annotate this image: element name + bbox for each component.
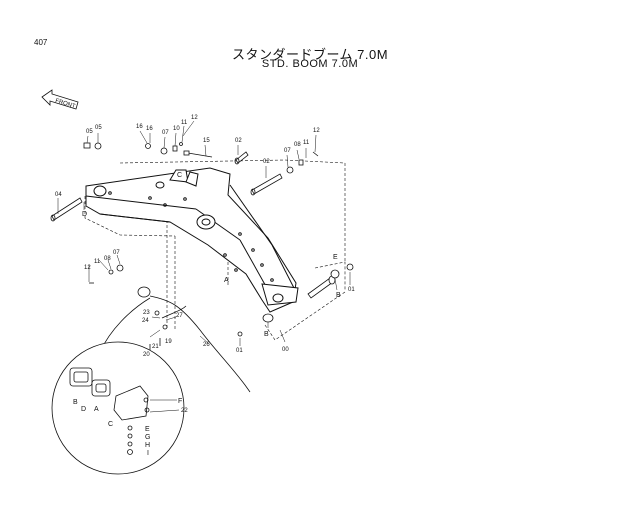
pin-right xyxy=(307,275,336,299)
svg-text:07: 07 xyxy=(162,130,169,136)
svg-text:12: 12 xyxy=(313,128,320,134)
svg-text:05: 05 xyxy=(86,129,93,135)
svg-text:00: 00 xyxy=(282,347,289,353)
boom-body xyxy=(85,167,299,313)
svg-text:11: 11 xyxy=(181,120,188,126)
svg-text:B: B xyxy=(73,399,78,406)
bolt-15 xyxy=(183,150,213,158)
svg-text:16: 16 xyxy=(146,126,153,132)
svg-text:10: 10 xyxy=(173,126,180,132)
front-arrow-icon: FRONT xyxy=(41,89,79,110)
svg-text:D: D xyxy=(82,211,87,218)
svg-text:05: 05 xyxy=(95,125,102,131)
svg-text:C: C xyxy=(177,172,182,179)
svg-text:01: 01 xyxy=(348,287,355,293)
svg-text:12: 12 xyxy=(84,265,91,271)
svg-text:A: A xyxy=(94,406,99,413)
reference-letters: A A B B B C C D D E E F G H I xyxy=(73,172,341,457)
part-number-labels: 05 05 16 16 07 10 11 12 15 02 02 07 08 1… xyxy=(55,115,355,414)
hardware-items xyxy=(83,142,354,352)
title-japanese: スタンダードブーム 7.0M xyxy=(231,47,389,62)
leader-lines xyxy=(57,120,351,413)
svg-text:F: F xyxy=(178,398,182,405)
pin-02-lower xyxy=(250,173,283,196)
svg-text:12: 12 xyxy=(191,115,198,121)
svg-text:G: G xyxy=(145,434,150,441)
page-number: 407 xyxy=(34,38,48,47)
svg-text:19: 19 xyxy=(165,339,172,345)
svg-text:H: H xyxy=(145,442,150,449)
pin-02-upper xyxy=(234,151,249,165)
svg-text:I: I xyxy=(147,450,149,457)
pin-04 xyxy=(50,197,83,222)
svg-text:C: C xyxy=(108,421,113,428)
detail-circle xyxy=(51,341,185,475)
svg-text:21: 21 xyxy=(152,344,159,350)
svg-text:02: 02 xyxy=(235,138,242,144)
svg-text:24: 24 xyxy=(142,318,149,324)
svg-text:E: E xyxy=(145,426,150,433)
svg-text:26: 26 xyxy=(203,342,210,348)
svg-text:02: 02 xyxy=(263,159,270,165)
svg-text:16: 16 xyxy=(136,124,143,130)
title-english: STD. BOOM 7.0M xyxy=(261,58,359,70)
svg-text:11: 11 xyxy=(303,140,310,146)
svg-text:B: B xyxy=(264,331,269,338)
svg-text:22: 22 xyxy=(181,408,188,414)
svg-text:04: 04 xyxy=(55,192,62,198)
svg-text:08: 08 xyxy=(104,256,111,262)
svg-text:20: 20 xyxy=(143,352,150,358)
svg-text:08: 08 xyxy=(294,142,301,148)
svg-text:27: 27 xyxy=(176,313,183,319)
svg-text:B: B xyxy=(336,292,341,299)
svg-text:01: 01 xyxy=(236,348,243,354)
svg-text:E: E xyxy=(333,254,338,261)
svg-text:FRONT: FRONT xyxy=(54,98,76,110)
svg-text:15: 15 xyxy=(203,138,210,144)
svg-text:07: 07 xyxy=(113,250,120,256)
svg-text:A: A xyxy=(224,277,229,284)
svg-text:11: 11 xyxy=(94,259,101,265)
svg-text:07: 07 xyxy=(284,148,291,154)
svg-text:D: D xyxy=(81,406,86,413)
svg-text:23: 23 xyxy=(143,310,150,316)
